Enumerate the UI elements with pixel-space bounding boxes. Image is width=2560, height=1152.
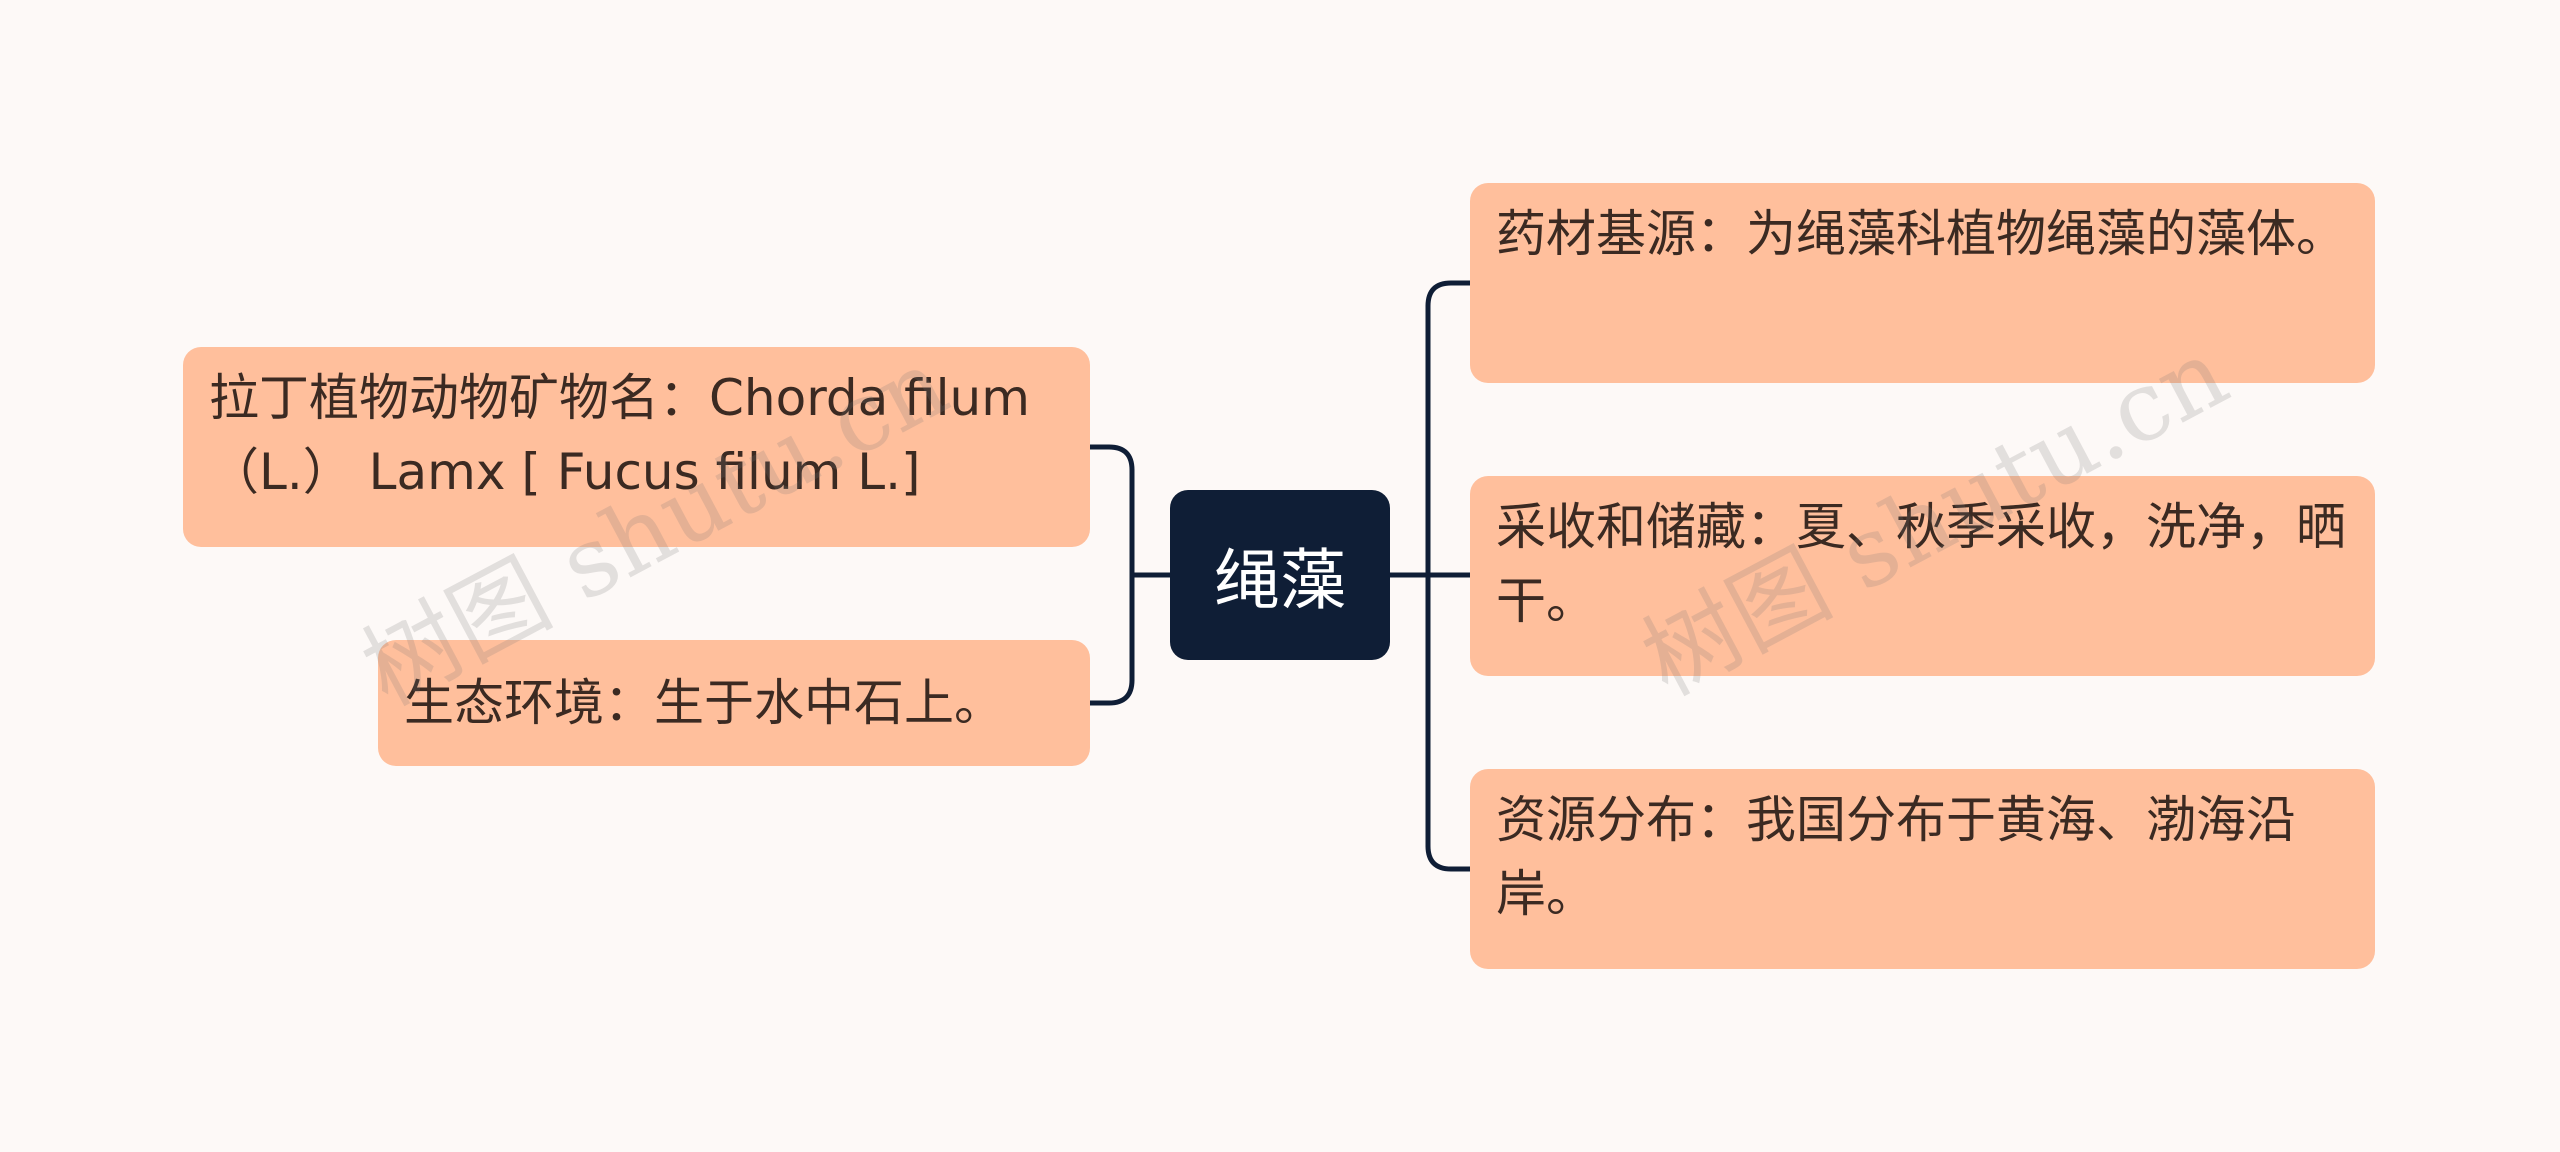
node-source[interactable]: 药材基源：为绳藻科植物绳藻的藻体。 (1470, 183, 2375, 383)
node-source-text: 药材基源：为绳藻科植物绳藻的藻体。 (1496, 205, 2346, 263)
node-harvest[interactable]: 采收和储藏：夏、秋季采收，洗净，晒干。 (1470, 476, 2375, 676)
node-ecology[interactable]: 生态环境：生于水中石上。 (378, 640, 1090, 766)
node-distribution-text: 资源分布：我国分布于黄海、渤海沿岸。 (1496, 791, 2296, 923)
node-distribution[interactable]: 资源分布：我国分布于黄海、渤海沿岸。 (1470, 769, 2375, 969)
connector-to-source (1425, 280, 1473, 309)
connector-to-latin (1087, 444, 1135, 473)
node-latin-name-text: 拉丁植物动物矿物名：Chorda filum（L.） Lamx [ Fucus … (209, 369, 1030, 501)
connector-to-dist (1425, 843, 1473, 872)
node-harvest-text: 采收和储藏：夏、秋季采收，洗净，晒干。 (1496, 498, 2346, 630)
node-ecology-text: 生态环境：生于水中石上。 (404, 674, 1004, 732)
node-latin-name[interactable]: 拉丁植物动物矿物名：Chorda filum（L.） Lamx [ Fucus … (183, 347, 1090, 547)
connector-to-eco (1087, 677, 1135, 706)
root-node[interactable]: 绳藻 (1170, 490, 1390, 660)
root-node-label: 绳藻 (1214, 542, 1346, 619)
